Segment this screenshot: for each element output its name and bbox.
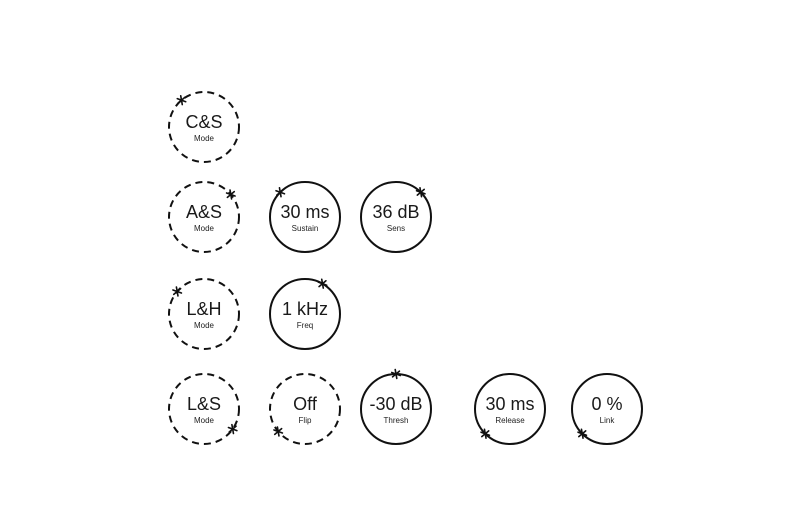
knob-label: Mode <box>193 416 214 425</box>
knob-label: Flip <box>298 416 312 425</box>
knob-value: L&H <box>186 299 222 319</box>
knob-label: Link <box>599 416 615 425</box>
knob-value: 0 % <box>591 394 623 414</box>
knob-ring <box>360 368 432 445</box>
knob-position-marker-icon <box>275 187 286 198</box>
knob-label: Thresh <box>383 416 409 425</box>
knob-label: Freq <box>296 321 314 330</box>
knob-mode[interactable]: C&S Mode <box>166 89 242 165</box>
knob-ring <box>168 181 240 253</box>
knob-position-marker-icon <box>480 428 491 439</box>
knob-position-marker-icon <box>273 426 284 437</box>
knob-label: Mode <box>193 134 214 143</box>
knob-value: Off <box>293 394 317 414</box>
knob-ring <box>168 91 240 163</box>
knob-release[interactable]: 30 ms Release <box>472 371 548 447</box>
knob-sustain[interactable]: 30 ms Sustain <box>267 179 343 255</box>
knob-value: 30 ms <box>280 202 330 222</box>
knob-link[interactable]: 0 % Link <box>569 371 645 447</box>
knob-value: 30 ms <box>485 394 535 414</box>
knob-ring <box>360 181 432 253</box>
knob-label: Mode <box>193 321 214 330</box>
knob-ring <box>269 373 341 445</box>
knob-thresh[interactable]: -30 dB Thresh <box>358 368 434 447</box>
knob-position-marker-icon <box>176 94 187 106</box>
knob-label: Release <box>495 416 525 425</box>
knob-value: L&S <box>186 394 222 414</box>
knob-position-marker-icon <box>225 189 236 200</box>
knob-mode[interactable]: L&H Mode <box>166 276 242 352</box>
knob-position-marker-icon <box>390 368 402 380</box>
knob-value: A&S <box>185 202 223 222</box>
knob-position-marker-icon <box>415 187 426 198</box>
knob-ring <box>168 373 240 445</box>
knob-label: Mode <box>193 224 214 233</box>
knob-value: -30 dB <box>369 394 423 414</box>
knob-label: Sens <box>386 224 406 233</box>
knob-value: 1 kHz <box>281 299 328 319</box>
knob-ring <box>269 278 341 350</box>
knob-position-marker-icon <box>577 428 588 439</box>
knob-ring <box>269 181 341 253</box>
knob-label: Sustain <box>291 224 319 233</box>
knob-mode[interactable]: A&S Mode <box>166 179 242 255</box>
knob-ring <box>168 278 240 350</box>
knob-position-marker-icon <box>172 286 183 297</box>
knob-position-marker-icon <box>317 278 328 289</box>
knob-value: C&S <box>185 112 223 132</box>
knob-value: 36 dB <box>372 202 420 222</box>
knob-ring <box>474 373 546 445</box>
knob-ring <box>571 373 643 445</box>
knob-sens[interactable]: 36 dB Sens <box>358 179 434 255</box>
knob-mode[interactable]: L&S Mode <box>166 371 242 447</box>
knob-position-marker-icon <box>227 423 238 435</box>
